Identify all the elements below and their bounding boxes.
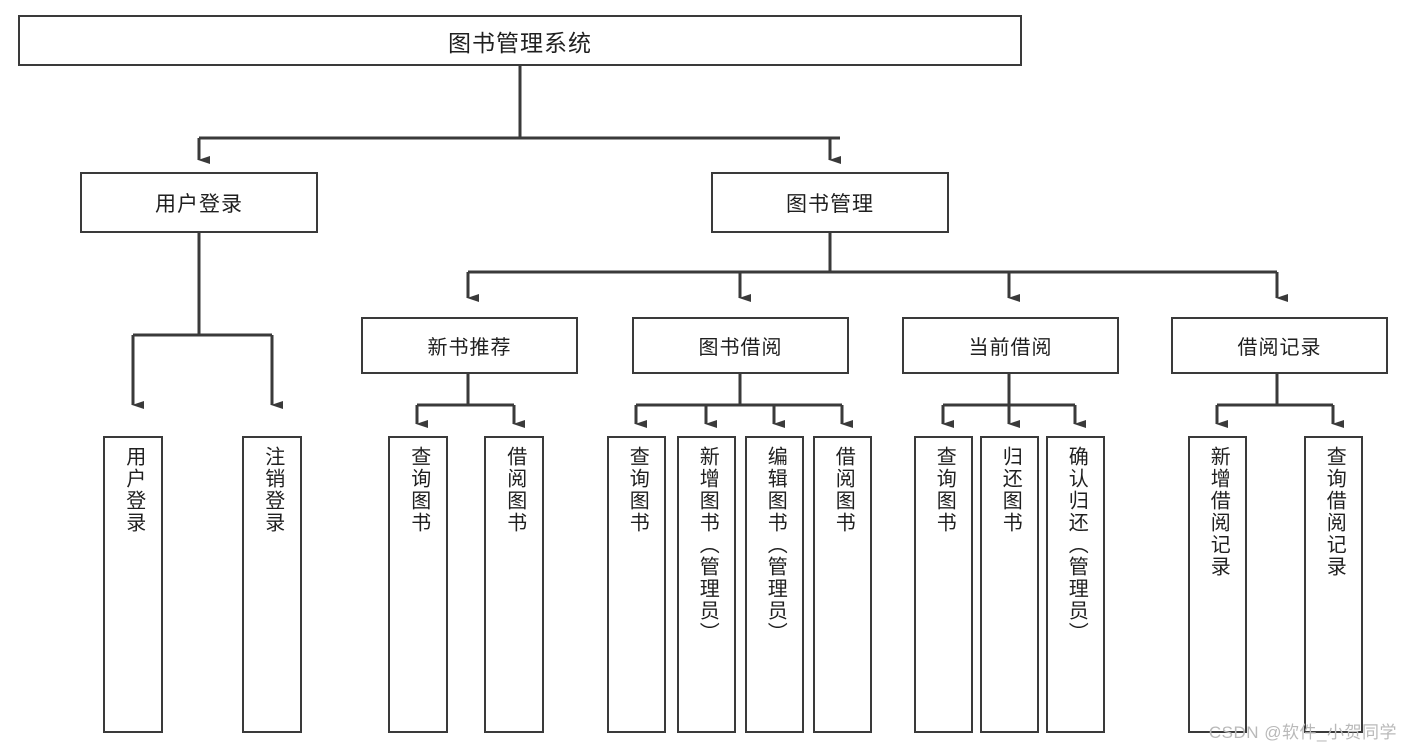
node-current-borrow-label: 当前借阅 [968, 337, 1053, 359]
leaf-user-login-signin[interactable]: 用户登录 [103, 436, 163, 733]
leaf-label: 查询图书 [407, 446, 430, 534]
node-book-management-label: 图书管理 [786, 192, 874, 216]
node-book-borrow[interactable]: 图书借阅 [632, 317, 849, 374]
leaf-current-return-book[interactable]: 归还图书 [980, 436, 1039, 733]
leaf-label: 归还图书 [999, 446, 1022, 534]
leaf-record-query-record[interactable]: 查询借阅记录 [1304, 436, 1363, 733]
leaf-label: 新增借阅记录 [1207, 446, 1230, 578]
leaf-borrow-query-book[interactable]: 查询图书 [607, 436, 666, 733]
node-new-book-recommend-label: 新书推荐 [427, 337, 512, 359]
node-current-borrow[interactable]: 当前借阅 [902, 317, 1119, 374]
leaf-recommend-borrow-book[interactable]: 借阅图书 [484, 436, 544, 733]
leaf-label: 查询图书 [933, 446, 956, 534]
leaf-borrow-add-book-admin[interactable]: 新增图书（管理员） [677, 436, 736, 733]
node-book-management[interactable]: 图书管理 [711, 172, 949, 233]
node-book-borrow-label: 图书借阅 [698, 337, 783, 359]
node-borrow-record[interactable]: 借阅记录 [1171, 317, 1388, 374]
leaf-label: 用户登录 [122, 446, 145, 534]
node-new-book-recommend[interactable]: 新书推荐 [361, 317, 578, 374]
leaf-borrow-edit-book-admin[interactable]: 编辑图书（管理员） [745, 436, 804, 733]
leaf-label: 借阅图书 [503, 446, 526, 534]
leaf-label: 借阅图书 [832, 446, 855, 534]
leaf-record-add-record[interactable]: 新增借阅记录 [1188, 436, 1247, 733]
leaf-label: 确认归还（管理员） [1065, 446, 1088, 644]
leaf-borrow-borrow-book[interactable]: 借阅图书 [813, 436, 872, 733]
leaf-label: 新增图书（管理员） [696, 446, 719, 644]
node-borrow-record-label: 借阅记录 [1237, 337, 1322, 359]
node-user-login-label: 用户登录 [155, 192, 243, 216]
node-root-system[interactable]: 图书管理系统 [18, 15, 1022, 66]
leaf-label: 查询图书 [626, 446, 649, 534]
leaf-user-login-signout[interactable]: 注销登录 [242, 436, 302, 733]
leaf-label: 注销登录 [261, 446, 284, 534]
node-root-label: 图书管理系统 [448, 29, 592, 56]
leaf-label: 编辑图书（管理员） [764, 446, 787, 644]
leaf-recommend-query-book[interactable]: 查询图书 [388, 436, 448, 733]
leaf-current-query-book[interactable]: 查询图书 [914, 436, 973, 733]
leaf-label: 查询借阅记录 [1323, 446, 1346, 578]
node-user-login[interactable]: 用户登录 [80, 172, 318, 233]
leaf-current-confirm-return-admin[interactable]: 确认归还（管理员） [1046, 436, 1105, 733]
csdn-watermark: CSDN @软件_小贺同学 [1208, 723, 1397, 742]
